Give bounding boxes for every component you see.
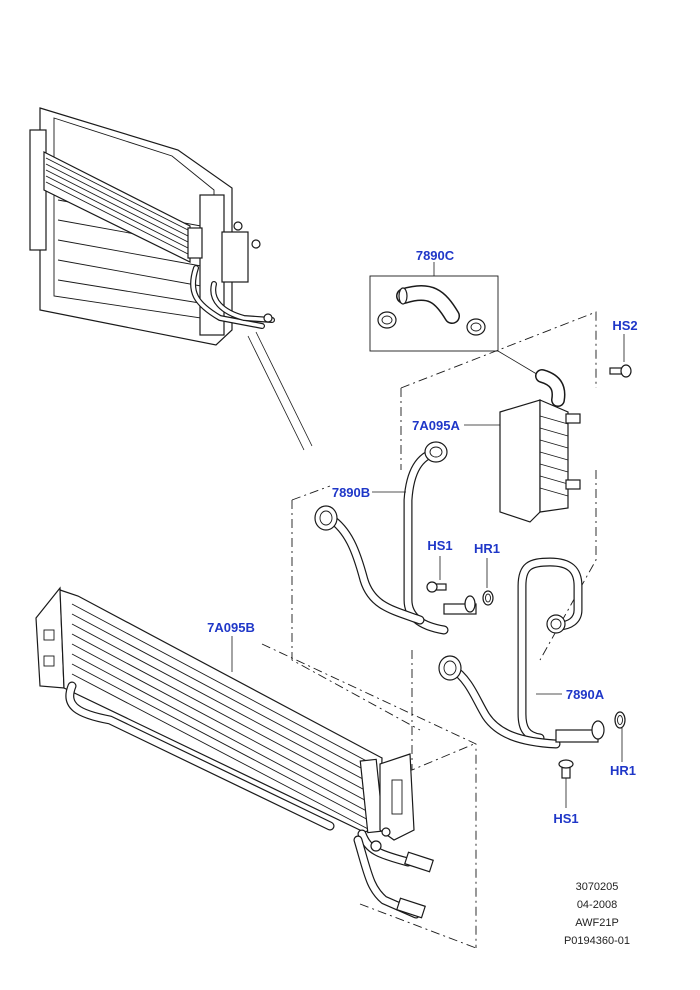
callout-hs2: HS2 <box>612 318 637 333</box>
callout-7a095b: 7A095B <box>207 620 255 635</box>
screw-hs1-lower <box>558 759 574 808</box>
callout-7890a: 7890A <box>566 687 605 702</box>
frame-cooler-b <box>261 643 477 948</box>
radiator-assembly-overview <box>29 107 275 346</box>
frame-tube-a <box>411 650 475 771</box>
ring-hr1-upper <box>482 558 494 606</box>
frame-tube-b-left <box>291 500 421 731</box>
frame-tube-b-top <box>291 485 331 501</box>
tube-7890b <box>314 441 477 635</box>
zoom-line-left <box>247 335 305 451</box>
screw-hs2 <box>609 334 632 378</box>
callout-hr1-lower: HR1 <box>610 763 636 778</box>
callout-7890b: 7890B <box>332 485 370 500</box>
oil-cooler-7a095b <box>35 586 434 919</box>
tube-7890a <box>438 557 605 749</box>
hose-kit-7890c <box>369 262 541 377</box>
zoom-line-right <box>255 331 313 447</box>
callout-labels: 7890C HS2 7A095A 7890B HS1 HR1 7A095B 78… <box>207 248 638 826</box>
frame-cooler-a-top <box>400 311 597 389</box>
reference-line-1: 3070205 <box>576 881 619 893</box>
callout-hr1-upper: HR1 <box>474 541 500 556</box>
callout-7a095a: 7A095A <box>412 418 460 433</box>
screw-hs1-upper <box>426 556 447 593</box>
callout-hs1-upper: HS1 <box>427 538 452 553</box>
ring-hr1-lower <box>614 711 626 762</box>
reference-line-4: P0194360-01 <box>564 935 630 947</box>
oil-cooler-7a095a <box>499 369 581 523</box>
callout-hs1-lower: HS1 <box>553 811 578 826</box>
frame-cooler-b-bottom <box>359 903 477 949</box>
reference-line-2: 04-2008 <box>577 899 617 911</box>
callout-7890c: 7890C <box>416 248 455 263</box>
reference-line-3: AWF21P <box>575 917 619 929</box>
reference-block: 3070205 04-2008 AWF21P P0194360-01 <box>564 881 630 947</box>
